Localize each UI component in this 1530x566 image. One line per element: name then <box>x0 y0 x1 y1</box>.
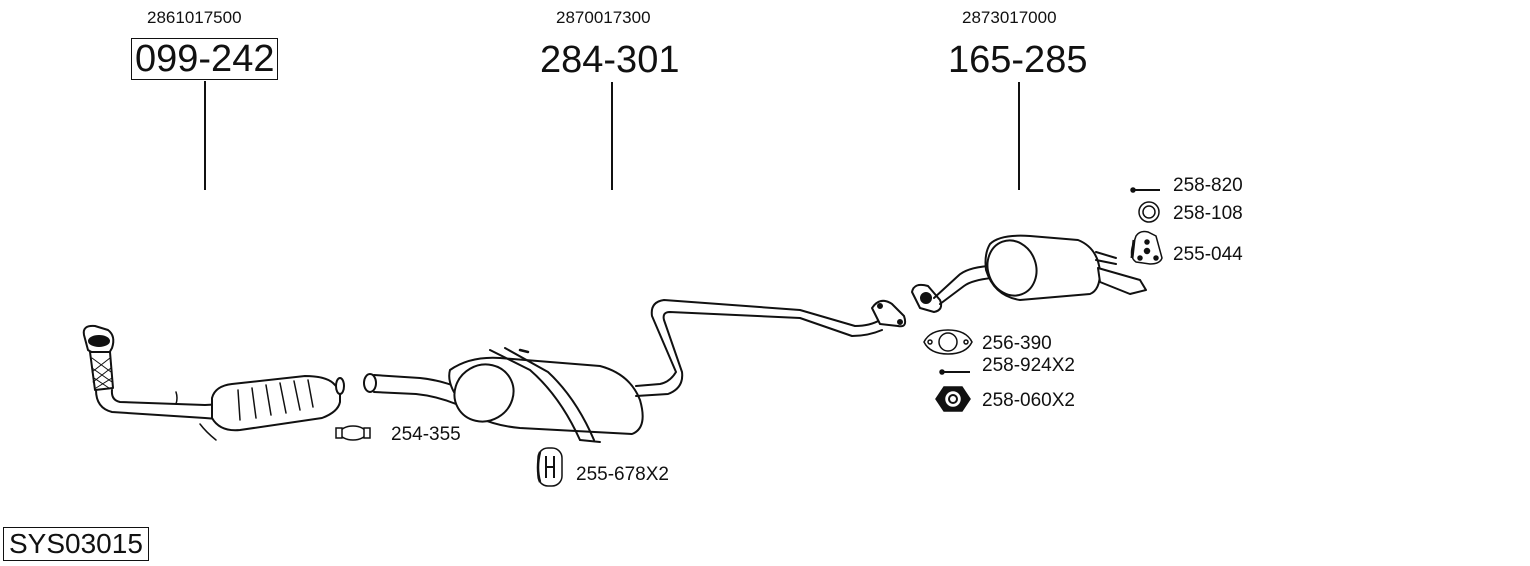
bolt-icon <box>1130 187 1160 193</box>
gasket-icon <box>923 329 973 355</box>
accessory-label-clamp[interactable]: 254-355 <box>391 424 461 445</box>
rubber-hanger-icon <box>536 447 563 487</box>
rubber-mount-icon <box>1130 230 1163 265</box>
leader-line <box>1018 82 1020 190</box>
oem-number-middle-silencer: 2870017300 <box>556 8 651 27</box>
accessory-label-nut[interactable]: 258-060X2 <box>982 390 1075 411</box>
oem-number-rear-silencer: 2873017000 <box>962 8 1057 27</box>
accessory-label-bolt[interactable]: 258-820 <box>1173 175 1243 196</box>
bolt-icon <box>939 369 970 375</box>
leader-line <box>611 82 613 190</box>
ring-icon <box>1138 201 1160 223</box>
oem-number-catalytic-converter: 2861017500 <box>147 8 242 27</box>
catalytic-converter-drawing[interactable] <box>82 324 345 441</box>
accessory-label-gasket[interactable]: 256-390 <box>982 333 1052 354</box>
part-number-rear-silencer[interactable]: 165-285 <box>948 39 1088 81</box>
accessory-label-rubber-mount[interactable]: 255-044 <box>1173 244 1243 265</box>
part-number-catalytic-converter[interactable]: 099-242 <box>131 38 279 80</box>
system-code: SYS03015 <box>3 527 149 561</box>
leader-line <box>204 81 206 190</box>
part-number-middle-silencer[interactable]: 284-301 <box>540 39 680 81</box>
rear-silencer-drawing[interactable] <box>911 233 1147 313</box>
accessory-label-rubber-hanger[interactable]: 255-678X2 <box>576 464 669 485</box>
nut-icon <box>935 386 971 412</box>
accessory-label-bolt[interactable]: 258-924X2 <box>982 355 1075 376</box>
middle-silencer-drawing[interactable] <box>363 299 907 443</box>
accessory-label-ring[interactable]: 258-108 <box>1173 203 1243 224</box>
clamp-icon <box>335 425 371 441</box>
